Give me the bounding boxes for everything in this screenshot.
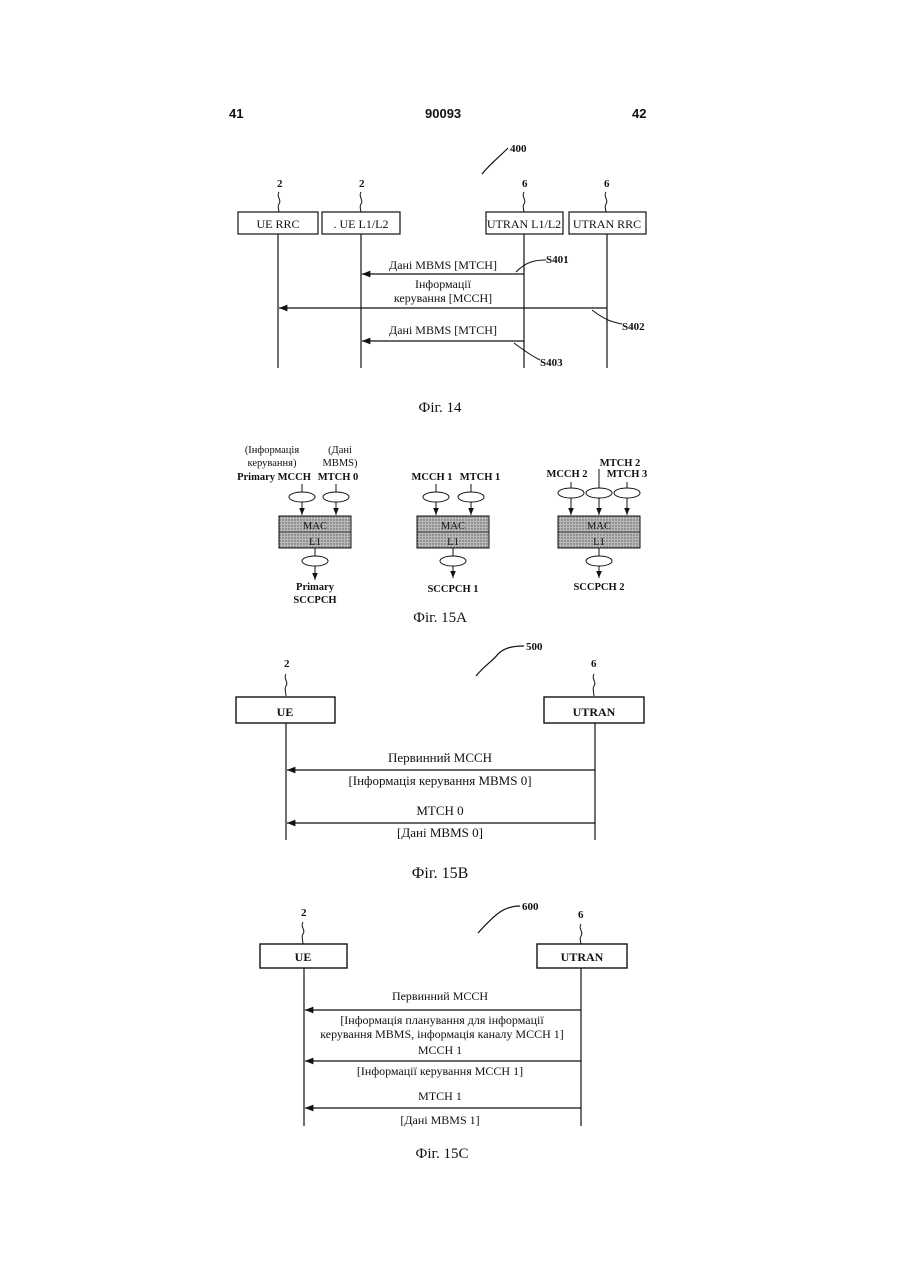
fig15a-caption: Фіг. 15A [413,610,467,626]
fig15a-g3-ellipse-2 [586,488,612,498]
fig14-entity-4: UTRAN RRC [573,217,641,231]
fig15b-msg2-detail: [Дані MBMS 0] [397,825,483,840]
fig15a-g2-out-label: SCCPCH 1 [427,584,478,595]
fig14-ref-curl-1 [278,192,280,212]
fig15a-g3-in2-label: MTCH 3 [607,469,648,480]
fig15a-g1-out-line2: SCCPCH [293,595,336,606]
fig15a-g2-l1: L1 [447,537,459,548]
fig14-msg2-label-1: Інформації [415,277,472,291]
fig14-step-s402: S402 [622,321,645,333]
fig15b-ref-curl-1 [285,674,287,696]
fig15a-g1-col2-line1: (Дані [328,445,352,456]
fig15c-ref-ue: 2 [301,907,307,919]
fig14-entity-1: UE RRC [256,217,299,231]
fig15c-ref-curl-1 [302,922,304,944]
fig15a-g3-ellipse-1 [558,488,584,498]
fig15c-ref-leader [478,906,520,933]
fig15b-ref-leader [476,646,524,676]
fig14: 400 2 2 6 6 UE RRC . UE L1/L2 UTRAN L1/L… [238,143,646,416]
fig15b-msg1-detail: [Інформація керування MBMS 0] [348,773,531,788]
fig15a-g2-ellipse-out [440,556,466,566]
fig15a-g2-in2-label: MTCH 1 [460,472,501,483]
fig15a-g1-col2-line2: MBMS) [322,458,358,469]
fig14-msg3-label: Дані MBMS [MTCH] [389,323,497,337]
fig14-s401-leader [516,260,546,272]
fig15c-msg1-label: Первинний MCCH [392,989,488,1003]
fig15c-msg2-detail: [Інформації керування MCCH 1] [357,1064,523,1078]
fig15a-g3-mac: MAC [587,521,611,532]
fig14-ref-curl-3 [523,192,525,212]
fig14-entity-2: . UE L1/L2 [334,217,389,231]
fig15a-g1-col2-line3: MTCH 0 [318,472,359,483]
fig15a-g3-ellipse-3 [614,488,640,498]
fig15c-ue-label: UE [295,950,312,964]
fig15b-ref: 500 [526,641,543,653]
fig14-msg2-label-2: керування [MCCH] [394,291,492,305]
fig15b-ref-curl-2 [593,674,595,696]
fig15c-ref-utran: 6 [578,909,584,921]
fig15a-g3-out-label: SCCPCH 2 [573,582,624,593]
fig15b-msg2-label: MTCH 0 [416,803,463,818]
fig15c-ref: 600 [522,901,539,913]
fig15a-g2-mac: MAC [441,521,465,532]
fig14-entity-ref-4: 6 [604,178,610,190]
fig15a-g3-l1: L1 [593,537,605,548]
fig14-ref-leader [482,148,508,174]
fig15b-caption: Фіг. 15B [412,865,469,882]
fig15c-msg3-label: MTCH 1 [418,1089,462,1103]
fig14-step-s401: S401 [546,254,569,266]
fig14-entity-3: UTRAN L1/L2 [487,217,561,231]
fig15b-msg1-label: Первинний MCCH [388,750,492,765]
fig15b-ref-utran: 6 [591,658,597,670]
fig15a-g1-ellipse-2 [323,492,349,502]
fig15a-g2-in1-label: MCCH 1 [411,472,452,483]
fig14-ref-curl-4 [605,192,607,212]
fig14-ref: 400 [510,143,527,155]
fig15a-g1-mac: MAC [303,521,327,532]
fig15a-g1-ellipse-out [302,556,328,566]
fig14-entity-ref-2: 2 [359,178,365,190]
fig14-caption: Фіг. 14 [419,400,462,416]
fig15c-caption: Фіг. 15C [416,1146,469,1162]
fig14-ref-curl-2 [360,192,362,212]
fig14-entity-ref-1: 2 [277,178,283,190]
fig15c: 600 2 6 UE UTRAN Первинний MCCH [Інформа… [260,901,627,1162]
fig14-s403-leader [514,343,540,360]
fig15c-utran-label: UTRAN [561,950,604,964]
fig15c-msg3-detail: [Дані MBMS 1] [400,1113,479,1127]
fig15b: 500 2 6 UE UTRAN Первинний MCCH [Інформа… [236,641,644,882]
fig15a-g1-ellipse-1 [289,492,315,502]
fig15c-msg1-detail-2: керування MBMS, інформація каналу MCCH 1… [320,1027,564,1041]
fig15c-msg2-label: MCCH 1 [418,1043,462,1057]
fig15a-g1-col1-line2: керування) [248,458,297,469]
fig15c-msg1-detail-1: [Інформація планування для інформації [340,1013,544,1027]
fig15a-g2-ellipse-1 [423,492,449,502]
fig15b-ref-ue: 2 [284,658,290,670]
fig15a-g1-col1-line1: (Інформація [245,445,300,456]
fig15a-g3-in1-label: MCCH 2 [546,469,587,480]
fig15b-ue-label: UE [277,705,294,719]
fig14-entity-ref-3: 6 [522,178,528,190]
fig15a-g2-ellipse-2 [458,492,484,502]
fig15a-g1-out-line1: Primary [296,582,335,593]
fig15a-g1-l1: L1 [309,537,321,548]
fig15a-g3-top-label: MTCH 2 [600,458,641,469]
fig15a: (Інформація керування) Primary MCCH (Дан… [237,445,647,626]
fig14-step-s403: S403 [540,357,563,369]
fig14-msg1-label: Дані MBMS [MTCH] [389,258,497,272]
fig15a-g1-col1-line3: Primary MCCH [237,472,311,483]
fig15b-utran-label: UTRAN [573,705,616,719]
fig15c-ref-curl-2 [580,924,582,944]
fig15a-g3-ellipse-out [586,556,612,566]
